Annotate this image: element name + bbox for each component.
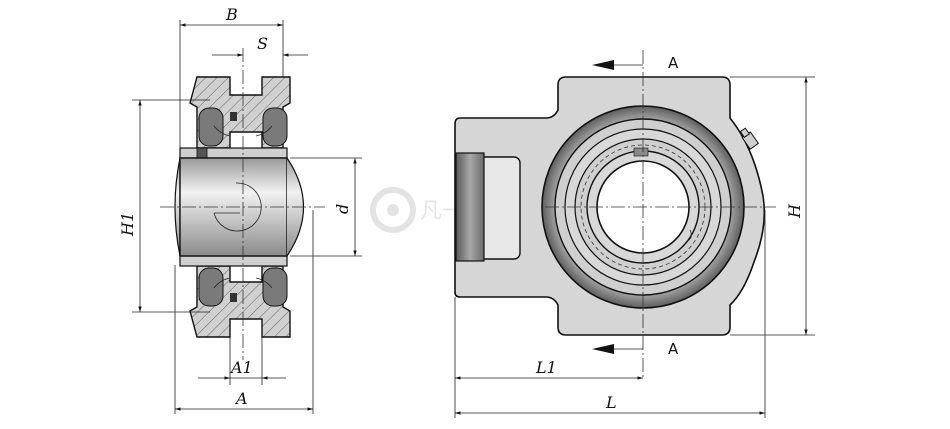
grease-nipple-icon (739, 127, 760, 150)
dim-label-L1: L1 (535, 358, 557, 377)
ball-upper (230, 112, 237, 121)
dim-label-L: L (605, 393, 617, 412)
slot-insert (455, 152, 485, 262)
bearing-ring-lower-left (198, 267, 224, 307)
bearing-ring-upper-right (262, 107, 288, 147)
dim-label-A1: A1 (229, 358, 253, 377)
front-view: A A H L1 L (454, 50, 815, 418)
inner-ring-upper (179, 147, 288, 159)
ball-lower (230, 293, 237, 302)
side-view: B S H1 d A1 A (118, 5, 362, 414)
dim-label-A: A (234, 389, 248, 408)
bearing-ring-upper-left (198, 107, 224, 147)
section-mark-bottom: A (592, 340, 679, 358)
dim-label-S: S (257, 34, 268, 53)
section-label-top: A (668, 54, 679, 72)
dim-label-H: H (785, 203, 804, 219)
watermark-logo-icon (370, 187, 416, 233)
dim-label-H1: H1 (118, 212, 137, 237)
section-label-bottom: A (668, 340, 679, 358)
inner-ring-lower (179, 255, 288, 267)
dim-label-d: d (333, 204, 352, 214)
dim-label-B: B (225, 5, 238, 24)
bearing-ring-lower-right (262, 267, 288, 307)
section-mark-top: A (592, 54, 679, 72)
